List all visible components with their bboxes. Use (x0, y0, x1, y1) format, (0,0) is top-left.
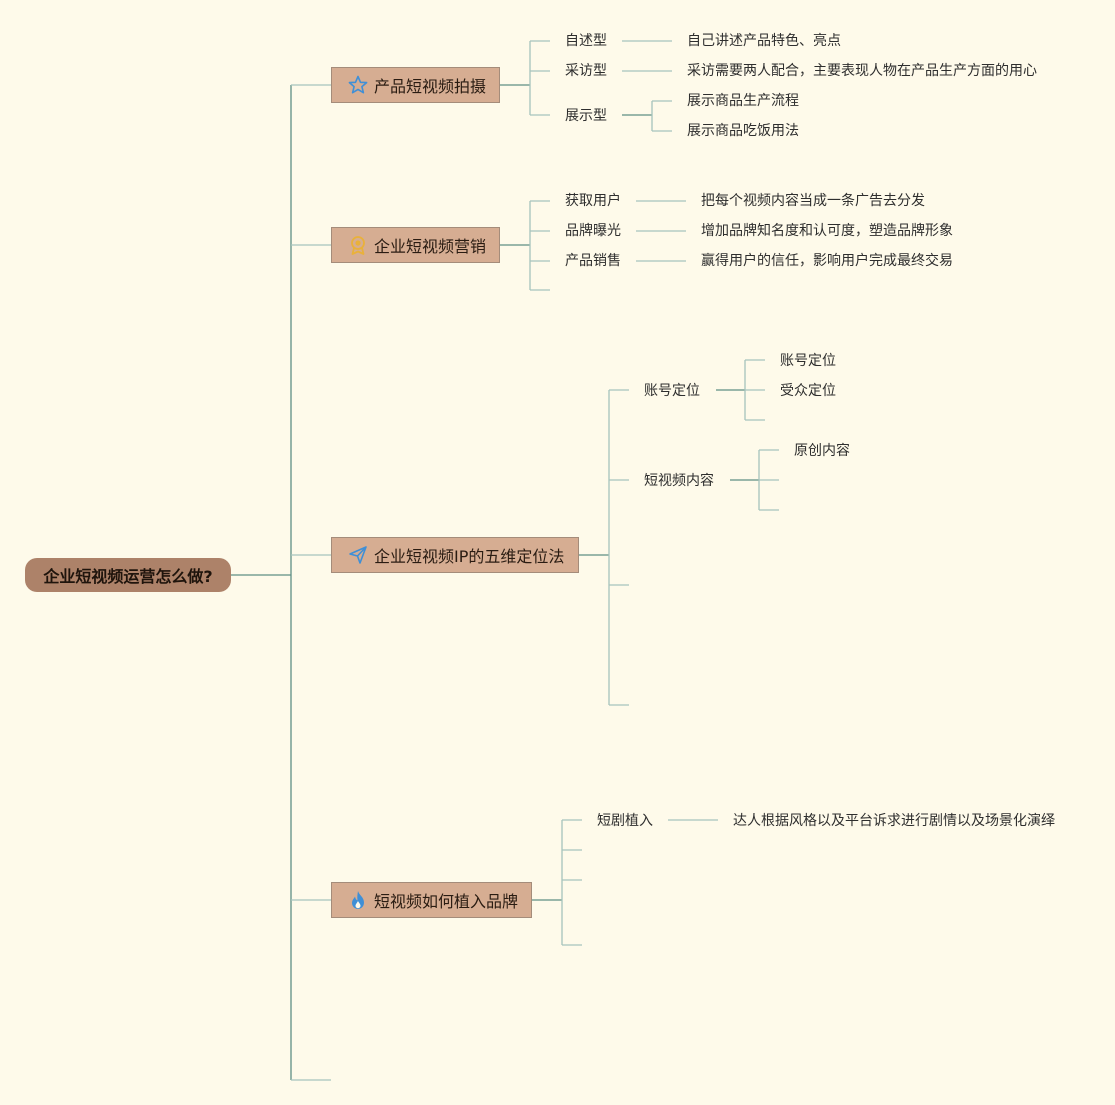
item-product-sales[interactable]: 产品销售 (565, 253, 621, 269)
item-brand-exposure[interactable]: 品牌曝光 (565, 223, 621, 239)
item-showcase[interactable]: 展示型 (565, 108, 607, 124)
detail-interview[interactable]: 采访需要两人配合，主要表现人物在产品生产方面的用心 (687, 63, 1037, 79)
detail-product-sales[interactable]: 赢得用户的信任，影响用户完成最终交易 (701, 253, 953, 269)
branch-label: 产品短视频拍摄 (374, 77, 487, 96)
item-self-narration[interactable]: 自述型 (565, 33, 607, 49)
branch-label: 企业短视频营销 (374, 237, 487, 256)
detail-showcase-usage[interactable]: 展示商品吃饭用法 (687, 123, 799, 139)
branch-ip-five-dimension-positioning[interactable]: 企业短视频IP的五维定位法 (331, 537, 579, 573)
branch-label: 企业短视频IP的五维定位法 (374, 547, 565, 566)
detail-original-content[interactable]: 原创内容 (794, 443, 850, 459)
item-short-drama-placement[interactable]: 短剧植入 (597, 813, 653, 829)
badge-icon (348, 235, 368, 255)
detail-account-positioning[interactable]: 账号定位 (780, 353, 836, 369)
detail-showcase-production[interactable]: 展示商品生产流程 (687, 93, 799, 109)
item-account-positioning[interactable]: 账号定位 (644, 383, 700, 399)
paper-plane-icon (348, 545, 368, 565)
item-interview[interactable]: 采访型 (565, 63, 607, 79)
branch-label: 短视频如何植入品牌 (374, 892, 519, 911)
detail-acquire-users[interactable]: 把每个视频内容当成一条广告去分发 (701, 193, 925, 209)
branch-product-video-shooting[interactable]: 产品短视频拍摄 (331, 67, 500, 103)
item-acquire-users[interactable]: 获取用户 (565, 193, 621, 209)
item-video-content[interactable]: 短视频内容 (644, 473, 714, 489)
root-topic[interactable]: 企业短视频运营怎么做? (25, 558, 231, 592)
detail-self-narration[interactable]: 自己讲述产品特色、亮点 (687, 33, 841, 49)
branch-enterprise-video-marketing[interactable]: 企业短视频营销 (331, 227, 500, 263)
star-icon (348, 75, 368, 95)
branch-brand-placement[interactable]: 短视频如何植入品牌 (331, 882, 532, 918)
flame-icon (348, 890, 368, 910)
detail-audience-positioning[interactable]: 受众定位 (780, 383, 836, 399)
detail-brand-exposure[interactable]: 增加品牌知名度和认可度，塑造品牌形象 (701, 223, 953, 239)
detail-short-drama-placement[interactable]: 达人根据风格以及平台诉求进行剧情以及场景化演绎 (733, 813, 1055, 829)
